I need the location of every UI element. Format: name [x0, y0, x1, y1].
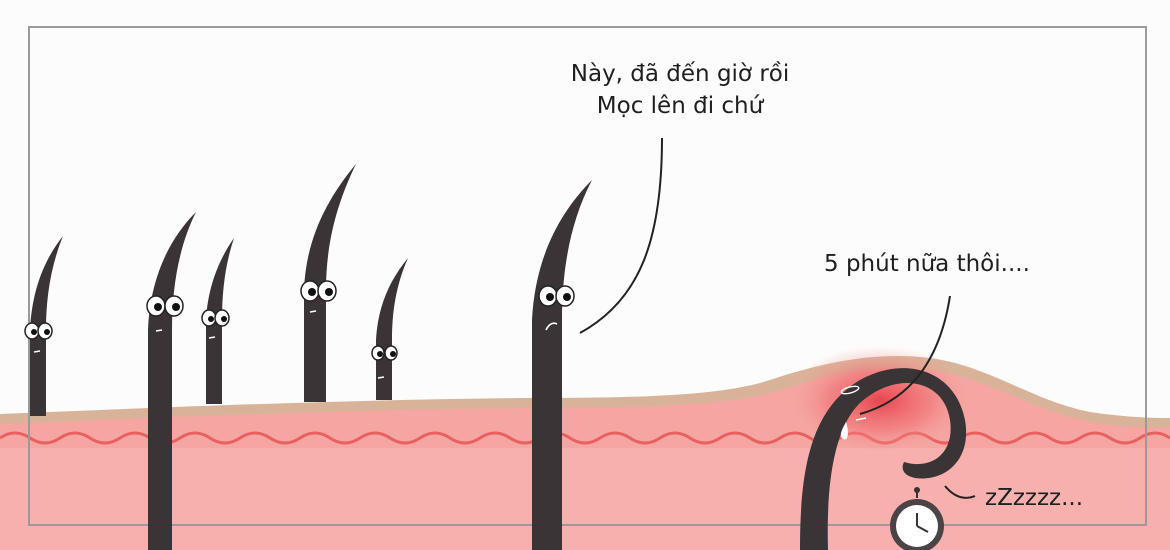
hair-2-eyes — [146, 295, 184, 317]
panel-frame — [28, 26, 1147, 526]
speech-line-2: Mọc lên đi chứ — [596, 93, 764, 119]
speech-tail-snore — [944, 485, 976, 499]
speech-line-1: Này, đã đến giờ rồi — [570, 61, 790, 87]
speech-caption-wake-up: Này, đã đến giờ rồi Mọc lên đi chứ — [520, 58, 840, 122]
hair-3-eyes — [201, 309, 230, 327]
alarm-clock — [890, 487, 944, 550]
hair-4-eyes — [300, 280, 337, 302]
hair-3 — [201, 238, 234, 404]
tear-drop — [840, 422, 848, 440]
hair-5-eyes — [371, 345, 398, 361]
hair-6-speaker — [532, 180, 592, 550]
hair-1 — [24, 236, 63, 416]
snore-caption: zZzzzz... — [985, 485, 1084, 511]
speech-caption-ingrown: 5 phút nữa thôi.... — [824, 251, 1030, 277]
hair-5 — [371, 258, 408, 400]
hair-4 — [300, 164, 356, 402]
speech-tail-top — [579, 137, 663, 334]
speech-tail-mid — [859, 295, 951, 415]
skin-wave-line — [0, 431, 1170, 445]
hair-2 — [146, 212, 196, 550]
hair-1-eyes — [24, 322, 53, 340]
skin-layers — [0, 340, 1170, 550]
hair-6-eyes — [538, 285, 575, 307]
ingrown-hair — [800, 368, 967, 550]
